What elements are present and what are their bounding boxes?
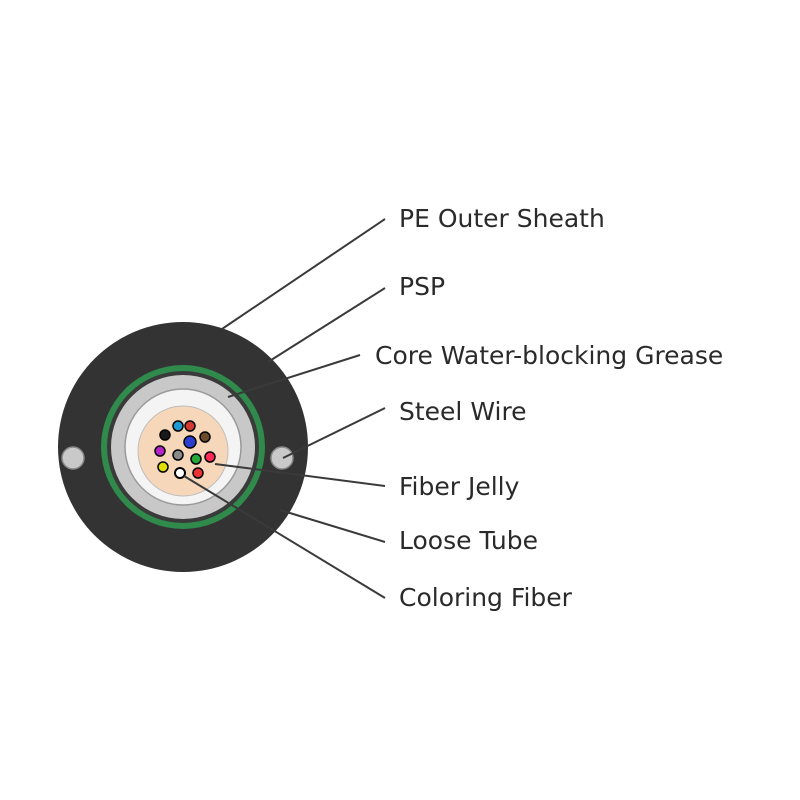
leader-lines xyxy=(183,218,386,599)
steel-wire-left xyxy=(61,446,85,470)
leader-steel-wire xyxy=(282,407,386,459)
component-labels: PE Outer Sheath PSP Core Water-blocking … xyxy=(375,204,723,612)
steel-wire-right xyxy=(270,446,294,470)
label-psp: PSP xyxy=(399,272,445,301)
coloring-fiber xyxy=(184,420,196,432)
cable-cross-section xyxy=(58,322,308,572)
coloring-fiber xyxy=(204,451,216,463)
label-pe-outer-sheath: PE Outer Sheath xyxy=(399,204,605,233)
coloring-fiber xyxy=(174,467,186,479)
coloring-fiber xyxy=(154,445,166,457)
label-loose-tube: Loose Tube xyxy=(399,526,538,555)
coloring-fiber xyxy=(199,431,211,443)
coloring-fiber xyxy=(183,435,197,449)
leader-psp xyxy=(267,287,386,363)
leader-coloring-fiber xyxy=(183,475,386,599)
coloring-fiber xyxy=(192,467,204,479)
leader-fiber-jelly xyxy=(214,463,386,487)
label-fiber-jelly: Fiber Jelly xyxy=(399,472,520,501)
leader-pe-outer-sheath xyxy=(221,218,386,330)
coloring-fibers xyxy=(154,420,216,479)
coloring-fiber xyxy=(157,461,169,473)
fiber-jelly xyxy=(137,405,229,497)
coloring-fiber xyxy=(159,429,171,441)
coloring-fiber xyxy=(190,453,202,465)
label-coloring-fiber: Coloring Fiber xyxy=(399,583,573,612)
coloring-fiber xyxy=(172,420,184,432)
coloring-fiber xyxy=(172,449,184,461)
leader-core-water-blocking-grease xyxy=(227,354,361,398)
label-core-water-blocking-grease: Core Water-blocking Grease xyxy=(375,341,723,370)
leader-loose-tube xyxy=(279,509,386,543)
label-steel-wire: Steel Wire xyxy=(399,397,527,426)
